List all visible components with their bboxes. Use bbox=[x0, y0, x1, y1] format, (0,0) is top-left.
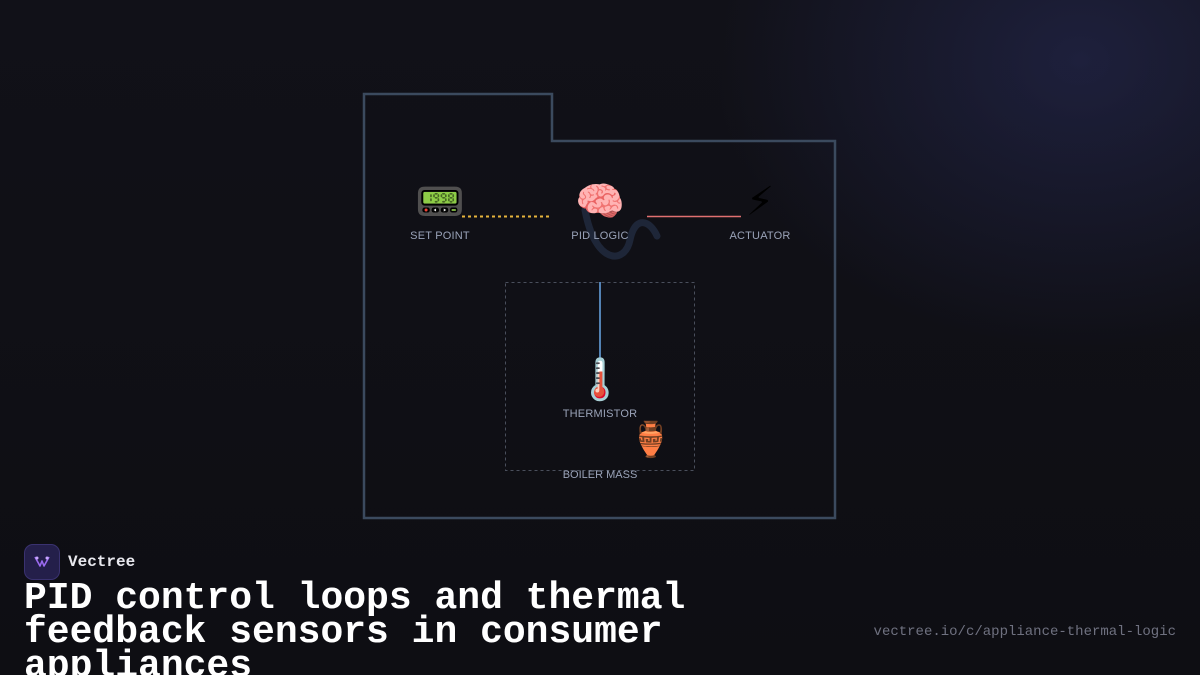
vectree-logo-icon bbox=[24, 544, 60, 580]
pager-icon: 📟 bbox=[415, 179, 465, 225]
node-boiler-mass-icon: 🏺 bbox=[591, 416, 711, 464]
page-title: PID control loops and thermal feedback s… bbox=[24, 577, 686, 675]
lightning-icon: ⚡ bbox=[745, 179, 775, 225]
brand-name: Vectree bbox=[68, 553, 136, 571]
signal-squiggle bbox=[581, 206, 661, 260]
node-pid-logic: 🧠 PID LOGIC bbox=[540, 178, 660, 242]
boiler-mass-label: BOILER MASS bbox=[562, 469, 638, 481]
node-set-point: 📟 SET POINT bbox=[380, 178, 500, 242]
amphora-icon: 🏺 bbox=[629, 420, 673, 460]
diagram-outline bbox=[362, 92, 837, 520]
actuator-label: ACTUATOR bbox=[729, 230, 791, 242]
boiler-mass-group-box bbox=[505, 282, 695, 471]
brand[interactable]: Vectree bbox=[24, 544, 135, 580]
thermistor-label: THERMISTOR bbox=[562, 408, 638, 420]
pid-logic-label: PID LOGIC bbox=[571, 230, 629, 242]
thermometer-icon: 🌡️ bbox=[575, 357, 625, 403]
node-actuator: ⚡ ACTUATOR bbox=[700, 178, 820, 242]
page-url[interactable]: vectree.io/c/appliance-thermal-logic bbox=[873, 624, 1176, 640]
brain-icon: 🧠 bbox=[575, 179, 625, 225]
set-point-label: SET POINT bbox=[410, 230, 470, 242]
node-thermistor: 🌡️ THERMISTOR bbox=[540, 356, 660, 420]
